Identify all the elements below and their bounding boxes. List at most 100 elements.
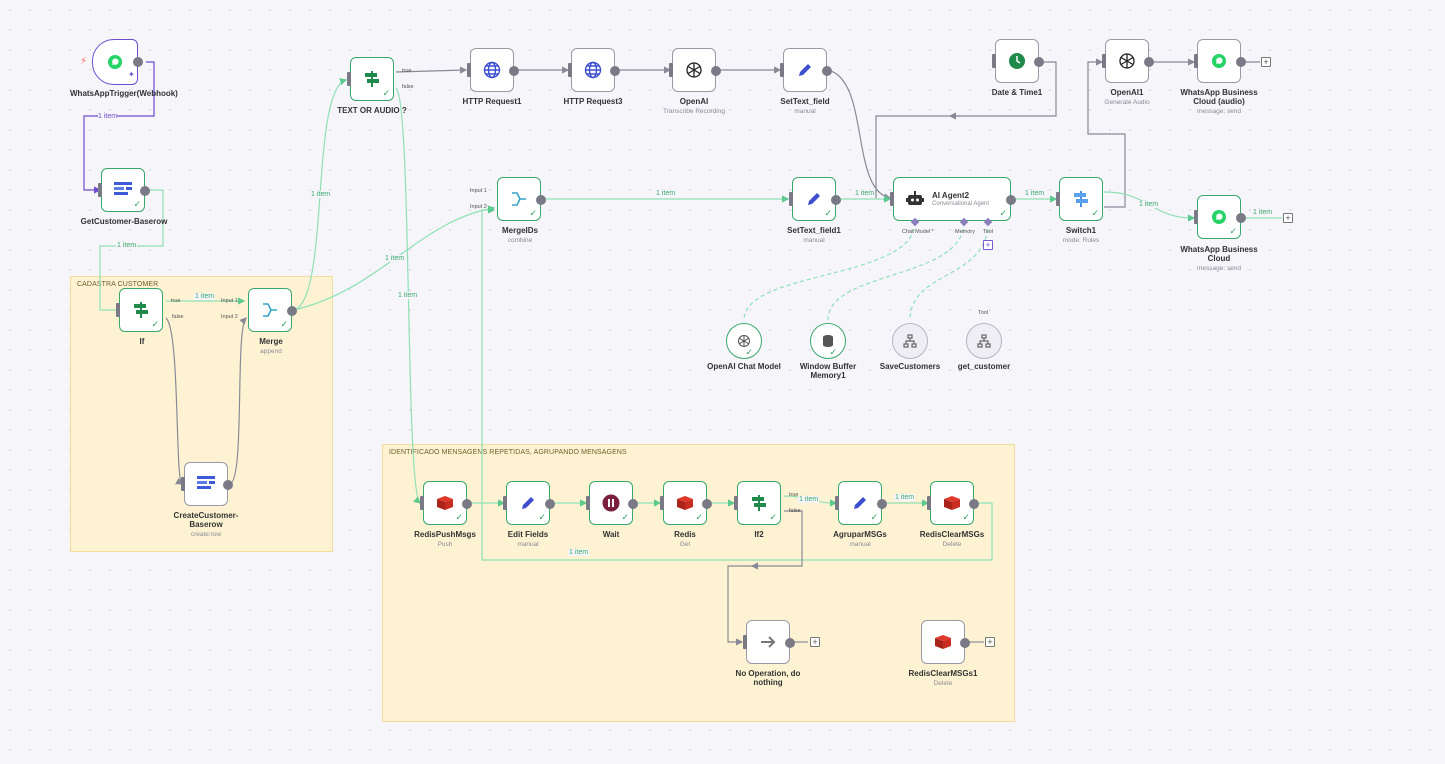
- baserow-icon: [197, 476, 215, 489]
- arrow-right-icon: [761, 636, 776, 648]
- redis-icon: [437, 496, 453, 510]
- signpost-icon: [752, 495, 766, 511]
- node-settext-field1[interactable]: ✓: [789, 177, 841, 221]
- node-redis-push[interactable]: ✓: [420, 481, 472, 525]
- port-label: false: [789, 508, 801, 514]
- wire-label: 1 item: [1252, 209, 1274, 216]
- node-openai-chat-model[interactable]: ✓: [726, 323, 762, 359]
- add-node-button[interactable]: +: [1261, 57, 1271, 67]
- port-label: Tool: [978, 310, 989, 316]
- add-node-button[interactable]: +: [1283, 213, 1293, 223]
- port-label: Input 2: [221, 314, 238, 320]
- node-wait[interactable]: ✓: [586, 481, 638, 525]
- node-date-time[interactable]: [992, 39, 1044, 83]
- merge-icon: [512, 192, 526, 206]
- node-whatsapp-cloud[interactable]: ✓: [1194, 195, 1246, 239]
- node-label: OpenAI Chat Model: [707, 362, 781, 371]
- sitemap-icon: [977, 334, 991, 348]
- node-whatsapp-audio[interactable]: [1194, 39, 1246, 83]
- node-label: GetCustomer-Baserow: [80, 217, 168, 226]
- port-label: true: [402, 68, 412, 74]
- node-openai1[interactable]: [1102, 39, 1154, 83]
- node-agrupar-msgs[interactable]: ✓: [835, 481, 887, 525]
- node-openai[interactable]: [669, 48, 721, 92]
- signpost-icon: [365, 71, 379, 87]
- node-switch1[interactable]: ✓: [1056, 177, 1103, 221]
- pencil-icon: [522, 497, 534, 509]
- pause-icon: [602, 494, 620, 512]
- port-label: Input 2: [470, 204, 487, 210]
- add-tool-button[interactable]: +: [983, 240, 993, 250]
- node-no-operation[interactable]: [743, 620, 795, 664]
- pencil-icon: [808, 193, 820, 205]
- wire-label: 1 item: [194, 293, 216, 300]
- wire-label: 1 item: [854, 190, 876, 197]
- wire-label: 1 item: [1138, 201, 1160, 208]
- node-label: SaveCustomers: [879, 362, 941, 371]
- node-label: WhatsAppTrigger(Webhook): [70, 89, 178, 98]
- wire-label: 1 item: [384, 255, 406, 262]
- node-create-customer[interactable]: [181, 462, 233, 506]
- node-window-buffer-memory[interactable]: ✓: [810, 323, 846, 359]
- sticky-label: CADASTRA CUSTOMER: [77, 281, 159, 288]
- wire-label: 1 item: [116, 242, 138, 249]
- node-mergeids[interactable]: ✓: [497, 177, 546, 221]
- wire-label: 1 item: [894, 494, 916, 501]
- node-label: HTTP Request1: [462, 97, 522, 106]
- port-label: Input 1: [470, 188, 487, 194]
- node-redis-clear1[interactable]: [921, 620, 970, 664]
- add-node-button[interactable]: +: [810, 637, 820, 647]
- port-label: Memory: [955, 229, 975, 235]
- signpost-icon: [134, 302, 148, 318]
- port-label: false: [172, 314, 184, 320]
- node-redis-clear[interactable]: ✓: [927, 481, 979, 525]
- node-http-request3[interactable]: [568, 48, 620, 92]
- baserow-icon: [114, 182, 132, 195]
- node-label: Window Buffer Memory1: [799, 362, 857, 380]
- node-label: If2: [754, 530, 764, 539]
- node-merge[interactable]: ✓: [248, 288, 297, 332]
- node-settext-field[interactable]: [780, 48, 832, 92]
- node-ai-agent[interactable]: AI Agent2 Conversational Agent ✓: [890, 177, 1016, 221]
- port-label: false: [402, 84, 414, 90]
- sticky-label: IDENTIFICADO MENSAGENS REPETIDAS, AGRUPA…: [389, 449, 627, 456]
- wire-label: 1 item: [98, 113, 118, 120]
- node-http-request1[interactable]: [467, 48, 519, 92]
- node-save-customers[interactable]: [892, 323, 928, 359]
- pencil-icon: [854, 497, 866, 509]
- node-text-or-audio[interactable]: ✓: [347, 57, 394, 101]
- node-get-customer[interactable]: ✓: [98, 168, 150, 212]
- wire-label: 1 item: [568, 549, 590, 556]
- pencil-icon: [799, 64, 811, 76]
- database-icon: [823, 335, 833, 347]
- bolt-icon: ⚡: [80, 56, 88, 67]
- merge-icon: [263, 303, 277, 317]
- wire-label: 1 item: [655, 190, 677, 197]
- pin-icon: ✦: [128, 70, 135, 79]
- node-get-customer-tool[interactable]: [966, 323, 1002, 359]
- redis-icon: [677, 496, 693, 510]
- whatsapp-icon: [1212, 54, 1226, 68]
- openai-icon: [686, 62, 702, 78]
- whatsapp-icon: [1212, 210, 1226, 224]
- add-node-button[interactable]: +: [985, 637, 995, 647]
- agent-text: AI Agent2 Conversational Agent: [932, 191, 990, 207]
- port-label: Tool: [983, 229, 994, 235]
- node-if[interactable]: ✓: [116, 288, 163, 332]
- node-redis-get[interactable]: ✓: [660, 481, 712, 525]
- switch-icon: [1074, 191, 1088, 207]
- node-whatsapp-trigger[interactable]: [92, 39, 143, 85]
- node-label: No Operation, do nothing: [735, 669, 801, 687]
- node-edit-fields[interactable]: ✓: [503, 481, 555, 525]
- node-if2[interactable]: ✓: [734, 481, 781, 525]
